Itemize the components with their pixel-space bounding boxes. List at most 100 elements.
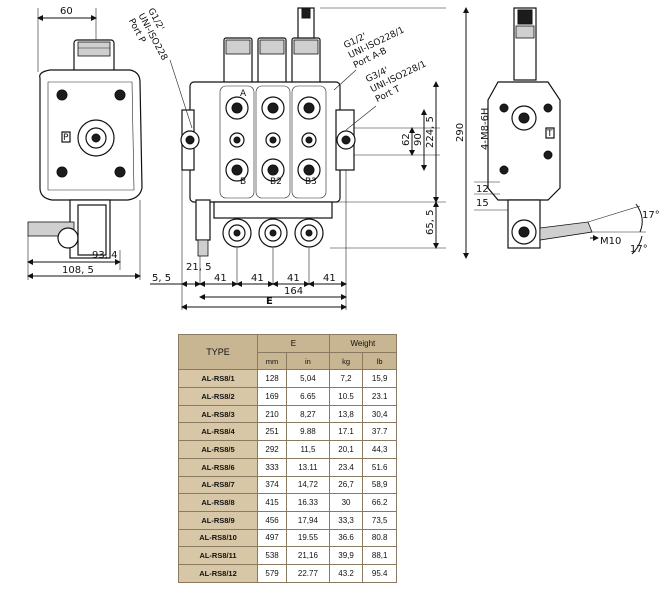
lb-cell: 80.8 <box>362 528 397 548</box>
dim-41-label-2: 41 <box>251 273 264 284</box>
lb-header: lb <box>362 351 397 371</box>
dim-e-label: E <box>266 296 273 307</box>
kg-cell: 36.6 <box>328 528 364 548</box>
dim-93-4-label: 93, 4 <box>92 250 117 261</box>
lb-cell: 37.7 <box>362 422 397 442</box>
kg-cell: 20,1 <box>328 440 364 459</box>
in-cell: 5,04 <box>286 369 330 389</box>
dim-108-5-label: 108, 5 <box>62 265 94 276</box>
front-view: A B B2 B3 <box>180 7 356 257</box>
mm-cell: 497 <box>256 528 288 548</box>
type-cell: AL-RS8/5 <box>178 440 258 459</box>
kg-cell: 17.1 <box>328 422 364 442</box>
dim-17-label-2: 17° <box>630 244 648 255</box>
lb-cell: 73,5 <box>362 510 397 530</box>
kg-cell: 10.5 <box>328 387 364 406</box>
thread-m8-label: 4-M8-6H <box>480 108 491 150</box>
mm-cell: 415 <box>256 493 288 512</box>
lb-cell: 58,9 <box>362 475 397 495</box>
lb-cell: 15,9 <box>362 369 397 389</box>
dim-12-label: 12 <box>476 184 489 195</box>
e-header: E <box>257 334 330 353</box>
port-b3-label: B3 <box>305 177 317 187</box>
kg-cell: 26,7 <box>328 475 364 495</box>
type-cell: AL-RS8/6 <box>178 457 258 477</box>
technical-drawing: P A B B2 <box>27 6 660 310</box>
dim-224-5-label: 224, 5 <box>425 116 436 148</box>
type-cell: AL-RS8/7 <box>178 475 258 495</box>
mm-cell: 456 <box>256 510 288 530</box>
mm-cell: 210 <box>256 404 288 424</box>
kg-cell: 33,3 <box>328 510 364 530</box>
dim-90-label: 90 <box>413 133 424 146</box>
lb-cell: 44,3 <box>362 440 397 459</box>
left-side-view: P <box>27 39 143 259</box>
type-cell: AL-RS8/1 <box>178 369 258 389</box>
right-t-mark: T <box>546 129 553 139</box>
kg-cell: 39,9 <box>328 546 364 565</box>
kg-cell: 7,2 <box>328 369 364 389</box>
port-p-mark: P <box>63 133 69 143</box>
dim-164-label: 164 <box>284 286 303 297</box>
kg-cell: 43.2 <box>328 563 364 583</box>
dimension-lines: 60 93, 4 108, 5 5, 5 21, 5 41 41 41 41 1… <box>27 6 660 310</box>
dim-15-label: 15 <box>476 198 489 209</box>
dim-41-label-1: 41 <box>214 273 227 284</box>
in-cell: 13.11 <box>286 457 330 477</box>
lb-cell: 30,4 <box>362 404 397 424</box>
dim-21-5-label: 21, 5 <box>186 262 211 273</box>
lb-cell: 23.1 <box>362 387 397 406</box>
kg-cell: 13,8 <box>328 404 364 424</box>
in-cell: 16.33 <box>286 493 330 512</box>
in-cell: 17,94 <box>286 510 330 530</box>
mm-cell: 128 <box>256 369 288 389</box>
right-side-view: T <box>487 7 593 249</box>
lb-cell: 66.2 <box>362 493 397 512</box>
mm-cell: 538 <box>256 546 288 565</box>
in-cell: 6.65 <box>286 387 330 406</box>
type-cell: AL-RS8/9 <box>178 510 258 530</box>
weight-header: Weight <box>328 334 398 353</box>
lb-cell: 88,1 <box>362 546 397 565</box>
type-cell: AL-RS8/3 <box>178 404 258 424</box>
dim-290-label: 290 <box>455 123 466 142</box>
dim-60-label: 60 <box>60 6 73 17</box>
type-header: TYPE <box>178 333 258 371</box>
dim-41-label-3: 41 <box>287 273 300 284</box>
mm-cell: 292 <box>256 440 288 459</box>
in-cell: 11,5 <box>286 440 330 459</box>
dim-65-5-label: 65, 5 <box>425 210 436 235</box>
dim-62-label: 62 <box>401 133 412 146</box>
in-cell: 19.55 <box>286 528 330 548</box>
kg-cell: 30 <box>328 493 364 512</box>
in-cell: 22.77 <box>286 563 330 583</box>
type-cell: AL-RS8/2 <box>178 387 258 406</box>
port-b2-label: B2 <box>270 177 282 187</box>
mm-cell: 333 <box>256 457 288 477</box>
in-cell: 8,27 <box>286 404 330 424</box>
type-cell: AL-RS8/12 <box>178 563 258 583</box>
mm-header: mm <box>256 351 288 371</box>
mm-cell: 169 <box>256 387 288 406</box>
dim-17-label-1: 17° <box>642 210 660 221</box>
type-cell: AL-RS8/11 <box>178 546 258 565</box>
mm-cell: 579 <box>256 563 288 583</box>
mm-cell: 374 <box>256 475 288 495</box>
type-cell: AL-RS8/8 <box>178 493 258 512</box>
in-cell: 21,16 <box>286 546 330 565</box>
in-header: in <box>286 351 330 371</box>
in-cell: 9.88 <box>286 422 330 442</box>
lb-cell: 51.6 <box>362 457 397 477</box>
